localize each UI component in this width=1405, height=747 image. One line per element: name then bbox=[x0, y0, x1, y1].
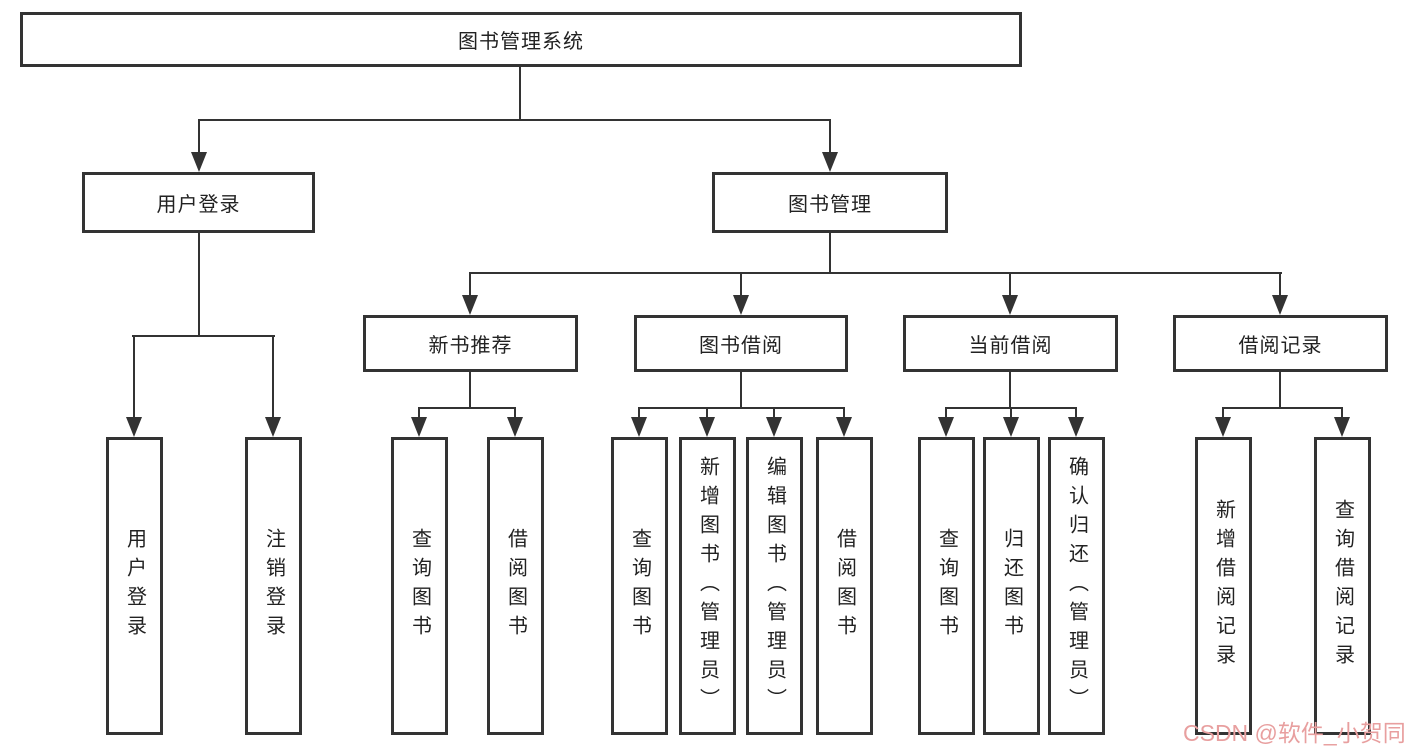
connector-line bbox=[829, 119, 831, 155]
arrow-down-icon bbox=[1068, 417, 1084, 437]
node-leaf-label: 查询借阅记录 bbox=[1331, 499, 1354, 673]
arrow-down-icon bbox=[631, 417, 647, 437]
connector-line bbox=[418, 407, 420, 420]
connector-line bbox=[740, 372, 742, 409]
connector-line bbox=[843, 407, 845, 420]
node-book-management: 图书管理 bbox=[712, 172, 948, 233]
node-leaf-confirm-return-admin: 确认归还（管理员） bbox=[1048, 437, 1105, 735]
node-leaf-return-books: 归还图书 bbox=[983, 437, 1040, 735]
connector-line bbox=[1075, 407, 1077, 420]
node-leaf-user-login-label: 用户登录 bbox=[123, 528, 146, 644]
connector-line bbox=[1009, 372, 1011, 409]
connector-line bbox=[418, 407, 516, 409]
node-leaf-query-borrow-record: 查询借阅记录 bbox=[1314, 437, 1371, 735]
arrow-down-icon bbox=[822, 152, 838, 172]
arrow-down-icon bbox=[766, 417, 782, 437]
node-book-borrow: 图书借阅 bbox=[634, 315, 848, 372]
arrow-down-icon bbox=[126, 417, 142, 437]
node-leaf-user-login: 用户登录 bbox=[106, 437, 163, 735]
connector-line bbox=[945, 407, 947, 420]
connector-line bbox=[198, 119, 831, 121]
connector-line bbox=[638, 407, 845, 409]
arrow-down-icon bbox=[1003, 417, 1019, 437]
node-leaf-logout-label: 注销登录 bbox=[262, 528, 285, 644]
node-leaf-label: 编辑图书（管理员） bbox=[763, 455, 786, 717]
connector-line bbox=[706, 407, 708, 420]
connector-line bbox=[1009, 272, 1011, 298]
node-user-login-label: 用户登录 bbox=[156, 194, 241, 216]
connector-line bbox=[773, 407, 775, 420]
arrow-down-icon bbox=[507, 417, 523, 437]
watermark: CSDN @软件_小贺同学 bbox=[1183, 720, 1405, 746]
connector-line bbox=[519, 67, 521, 120]
node-leaf-add-books-admin: 新增图书（管理员） bbox=[679, 437, 736, 735]
node-root: 图书管理系统 bbox=[20, 12, 1022, 67]
connector-line bbox=[514, 407, 516, 420]
connector-line bbox=[829, 233, 831, 274]
node-root-label: 图书管理系统 bbox=[458, 31, 584, 53]
connector-line bbox=[469, 272, 1282, 274]
connector-line bbox=[469, 372, 471, 409]
connector-line bbox=[1279, 272, 1281, 298]
arrow-down-icon bbox=[836, 417, 852, 437]
connector-line bbox=[469, 272, 471, 298]
connector-line bbox=[740, 272, 742, 298]
node-leaf-label: 查询图书 bbox=[935, 528, 958, 644]
node-borrow-records: 借阅记录 bbox=[1173, 315, 1388, 372]
connector-line bbox=[198, 119, 200, 155]
node-current-borrow-label: 当前借阅 bbox=[968, 335, 1053, 357]
arrow-down-icon bbox=[1272, 295, 1288, 315]
node-current-borrow: 当前借阅 bbox=[903, 315, 1118, 372]
node-leaf-query-books-current: 查询图书 bbox=[918, 437, 975, 735]
connector-line bbox=[1222, 407, 1224, 420]
node-leaf-borrow-books-recommend: 借阅图书 bbox=[487, 437, 544, 735]
arrow-down-icon bbox=[938, 417, 954, 437]
node-borrow-records-label: 借阅记录 bbox=[1238, 335, 1323, 357]
arrow-down-icon bbox=[1002, 295, 1018, 315]
node-new-book-recommend: 新书推荐 bbox=[363, 315, 578, 372]
connector-line bbox=[1010, 407, 1012, 420]
node-new-book-recommend-label: 新书推荐 bbox=[428, 335, 513, 357]
connector-line bbox=[198, 233, 200, 337]
node-leaf-logout: 注销登录 bbox=[245, 437, 302, 735]
arrow-down-icon bbox=[462, 295, 478, 315]
node-leaf-label: 借阅图书 bbox=[504, 528, 527, 644]
node-book-management-label: 图书管理 bbox=[788, 194, 872, 216]
connector-line bbox=[638, 407, 640, 420]
node-leaf-label: 借阅图书 bbox=[833, 528, 856, 644]
node-leaf-label: 新增图书（管理员） bbox=[696, 455, 719, 717]
node-leaf-edit-books-admin: 编辑图书（管理员） bbox=[746, 437, 803, 735]
connector-line bbox=[1222, 407, 1343, 409]
arrow-down-icon bbox=[265, 417, 281, 437]
connector-line bbox=[1279, 372, 1281, 409]
connector-line bbox=[1341, 407, 1343, 420]
node-leaf-query-books-borrow: 查询图书 bbox=[611, 437, 668, 735]
node-leaf-label: 确认归还（管理员） bbox=[1065, 455, 1088, 717]
node-leaf-borrow-books: 借阅图书 bbox=[816, 437, 873, 735]
arrow-down-icon bbox=[699, 417, 715, 437]
arrow-down-icon bbox=[411, 417, 427, 437]
connector-line bbox=[132, 335, 275, 337]
node-user-login: 用户登录 bbox=[82, 172, 315, 233]
node-book-borrow-label: 图书借阅 bbox=[699, 335, 783, 357]
arrow-down-icon bbox=[733, 295, 749, 315]
node-leaf-label: 查询图书 bbox=[628, 528, 651, 644]
arrow-down-icon bbox=[1334, 417, 1350, 437]
node-leaf-label: 归还图书 bbox=[1000, 528, 1023, 644]
connector-line bbox=[133, 335, 135, 419]
node-leaf-add-borrow-record: 新增借阅记录 bbox=[1195, 437, 1252, 735]
node-leaf-label: 查询图书 bbox=[408, 528, 431, 644]
arrow-down-icon bbox=[191, 152, 207, 172]
connector-line bbox=[272, 335, 274, 419]
arrow-down-icon bbox=[1215, 417, 1231, 437]
node-leaf-label: 新增借阅记录 bbox=[1212, 499, 1235, 673]
node-leaf-query-books-recommend: 查询图书 bbox=[391, 437, 448, 735]
